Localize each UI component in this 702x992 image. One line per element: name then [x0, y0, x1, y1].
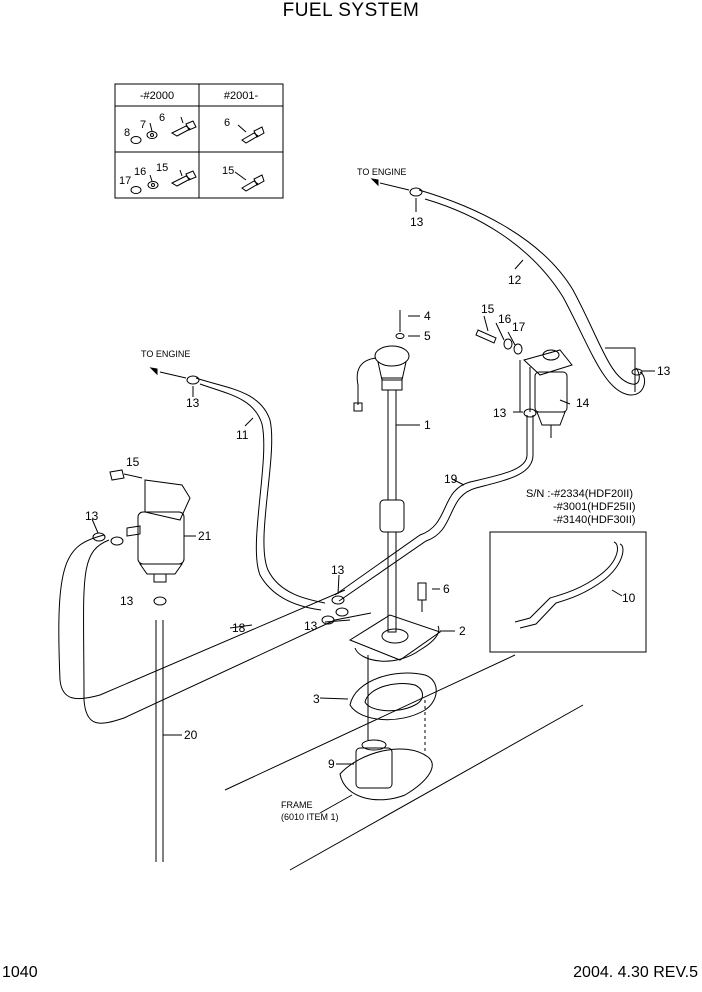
table-label: 6	[224, 117, 230, 129]
revision-date: 2004. 4.30 REV.5	[573, 964, 698, 981]
tank-connector-clamps	[321, 574, 351, 625]
bolt-washer-15-17-icon	[475, 315, 523, 355]
part-callout: 16	[498, 312, 512, 326]
fuel-filter-14	[519, 347, 636, 438]
serial-note: S/N :-#2334(HDF20II)	[526, 488, 633, 500]
part-callout: 13	[120, 594, 134, 608]
fuel-level-sender-1	[353, 310, 420, 633]
serial-note: -#3140(HDF30II)	[553, 514, 636, 526]
part-callout: 5	[424, 329, 431, 343]
part-callout: 14	[576, 396, 590, 410]
part-callout: 4	[424, 309, 431, 323]
table-label: 15	[156, 162, 168, 174]
to-engine-label: TO ENGINE	[357, 167, 406, 177]
table-label: 17	[119, 175, 131, 187]
part-callout: 11	[236, 428, 249, 442]
tank-cover-2	[348, 582, 455, 662]
frame-rails	[224, 654, 584, 871]
part-callout: 10	[622, 591, 636, 605]
page-title: FUEL SYSTEM	[282, 0, 420, 21]
part-callout: 13	[85, 509, 99, 523]
fuel-hose-20	[153, 596, 182, 862]
part-callout: 17	[512, 320, 526, 334]
fuel-hose-18	[58, 518, 372, 724]
part-callout: 13	[410, 215, 424, 229]
bolt-washer-set-icon	[130, 116, 197, 194]
part-callout: 13	[657, 364, 671, 378]
table-label: 16	[134, 166, 146, 178]
table-label: 15	[222, 165, 234, 177]
table-col-header-1: -#2000	[140, 90, 174, 102]
fuel-hose-11	[149, 367, 326, 611]
part-callout: 13	[493, 406, 507, 420]
part-callout: 6	[443, 582, 450, 596]
part-callout: 19	[444, 472, 458, 486]
part-callout: 15	[126, 455, 140, 469]
strainer-9	[336, 700, 433, 801]
table-label: 7	[140, 119, 146, 131]
to-engine-label: TO ENGINE	[141, 349, 190, 359]
table-label: 6	[159, 112, 165, 124]
serial-table	[114, 83, 284, 199]
part-callout: 20	[184, 728, 198, 742]
serial-note: -#3001(HDF25II)	[553, 501, 636, 513]
part-callout: 15	[481, 302, 495, 316]
part-callout: 3	[313, 692, 320, 706]
part-callout: 9	[328, 757, 335, 771]
part-callout: 12	[508, 273, 522, 287]
frame-label: FRAME	[281, 800, 313, 810]
part-callout: 2	[459, 624, 466, 638]
inset-box-part-10	[489, 531, 647, 653]
gasket-3	[319, 655, 437, 740]
fuel-hose-12	[370, 178, 655, 396]
part-callout: 13	[331, 563, 345, 577]
part-callout: 21	[198, 529, 212, 543]
page-number: 1040	[2, 964, 38, 981]
table-col-header-2: #2001-	[224, 90, 259, 102]
part-callout: 13	[186, 396, 200, 410]
water-separator-21	[109, 469, 196, 583]
frame-label: (6010 ITEM 1)	[281, 812, 339, 822]
fuel-hose-19	[334, 408, 537, 602]
part-callout: 1	[424, 418, 431, 432]
flange-bolt-icon	[234, 124, 265, 192]
part-callout: 18	[232, 621, 246, 635]
part-callout: 13	[304, 619, 318, 633]
table-label: 8	[124, 127, 130, 139]
